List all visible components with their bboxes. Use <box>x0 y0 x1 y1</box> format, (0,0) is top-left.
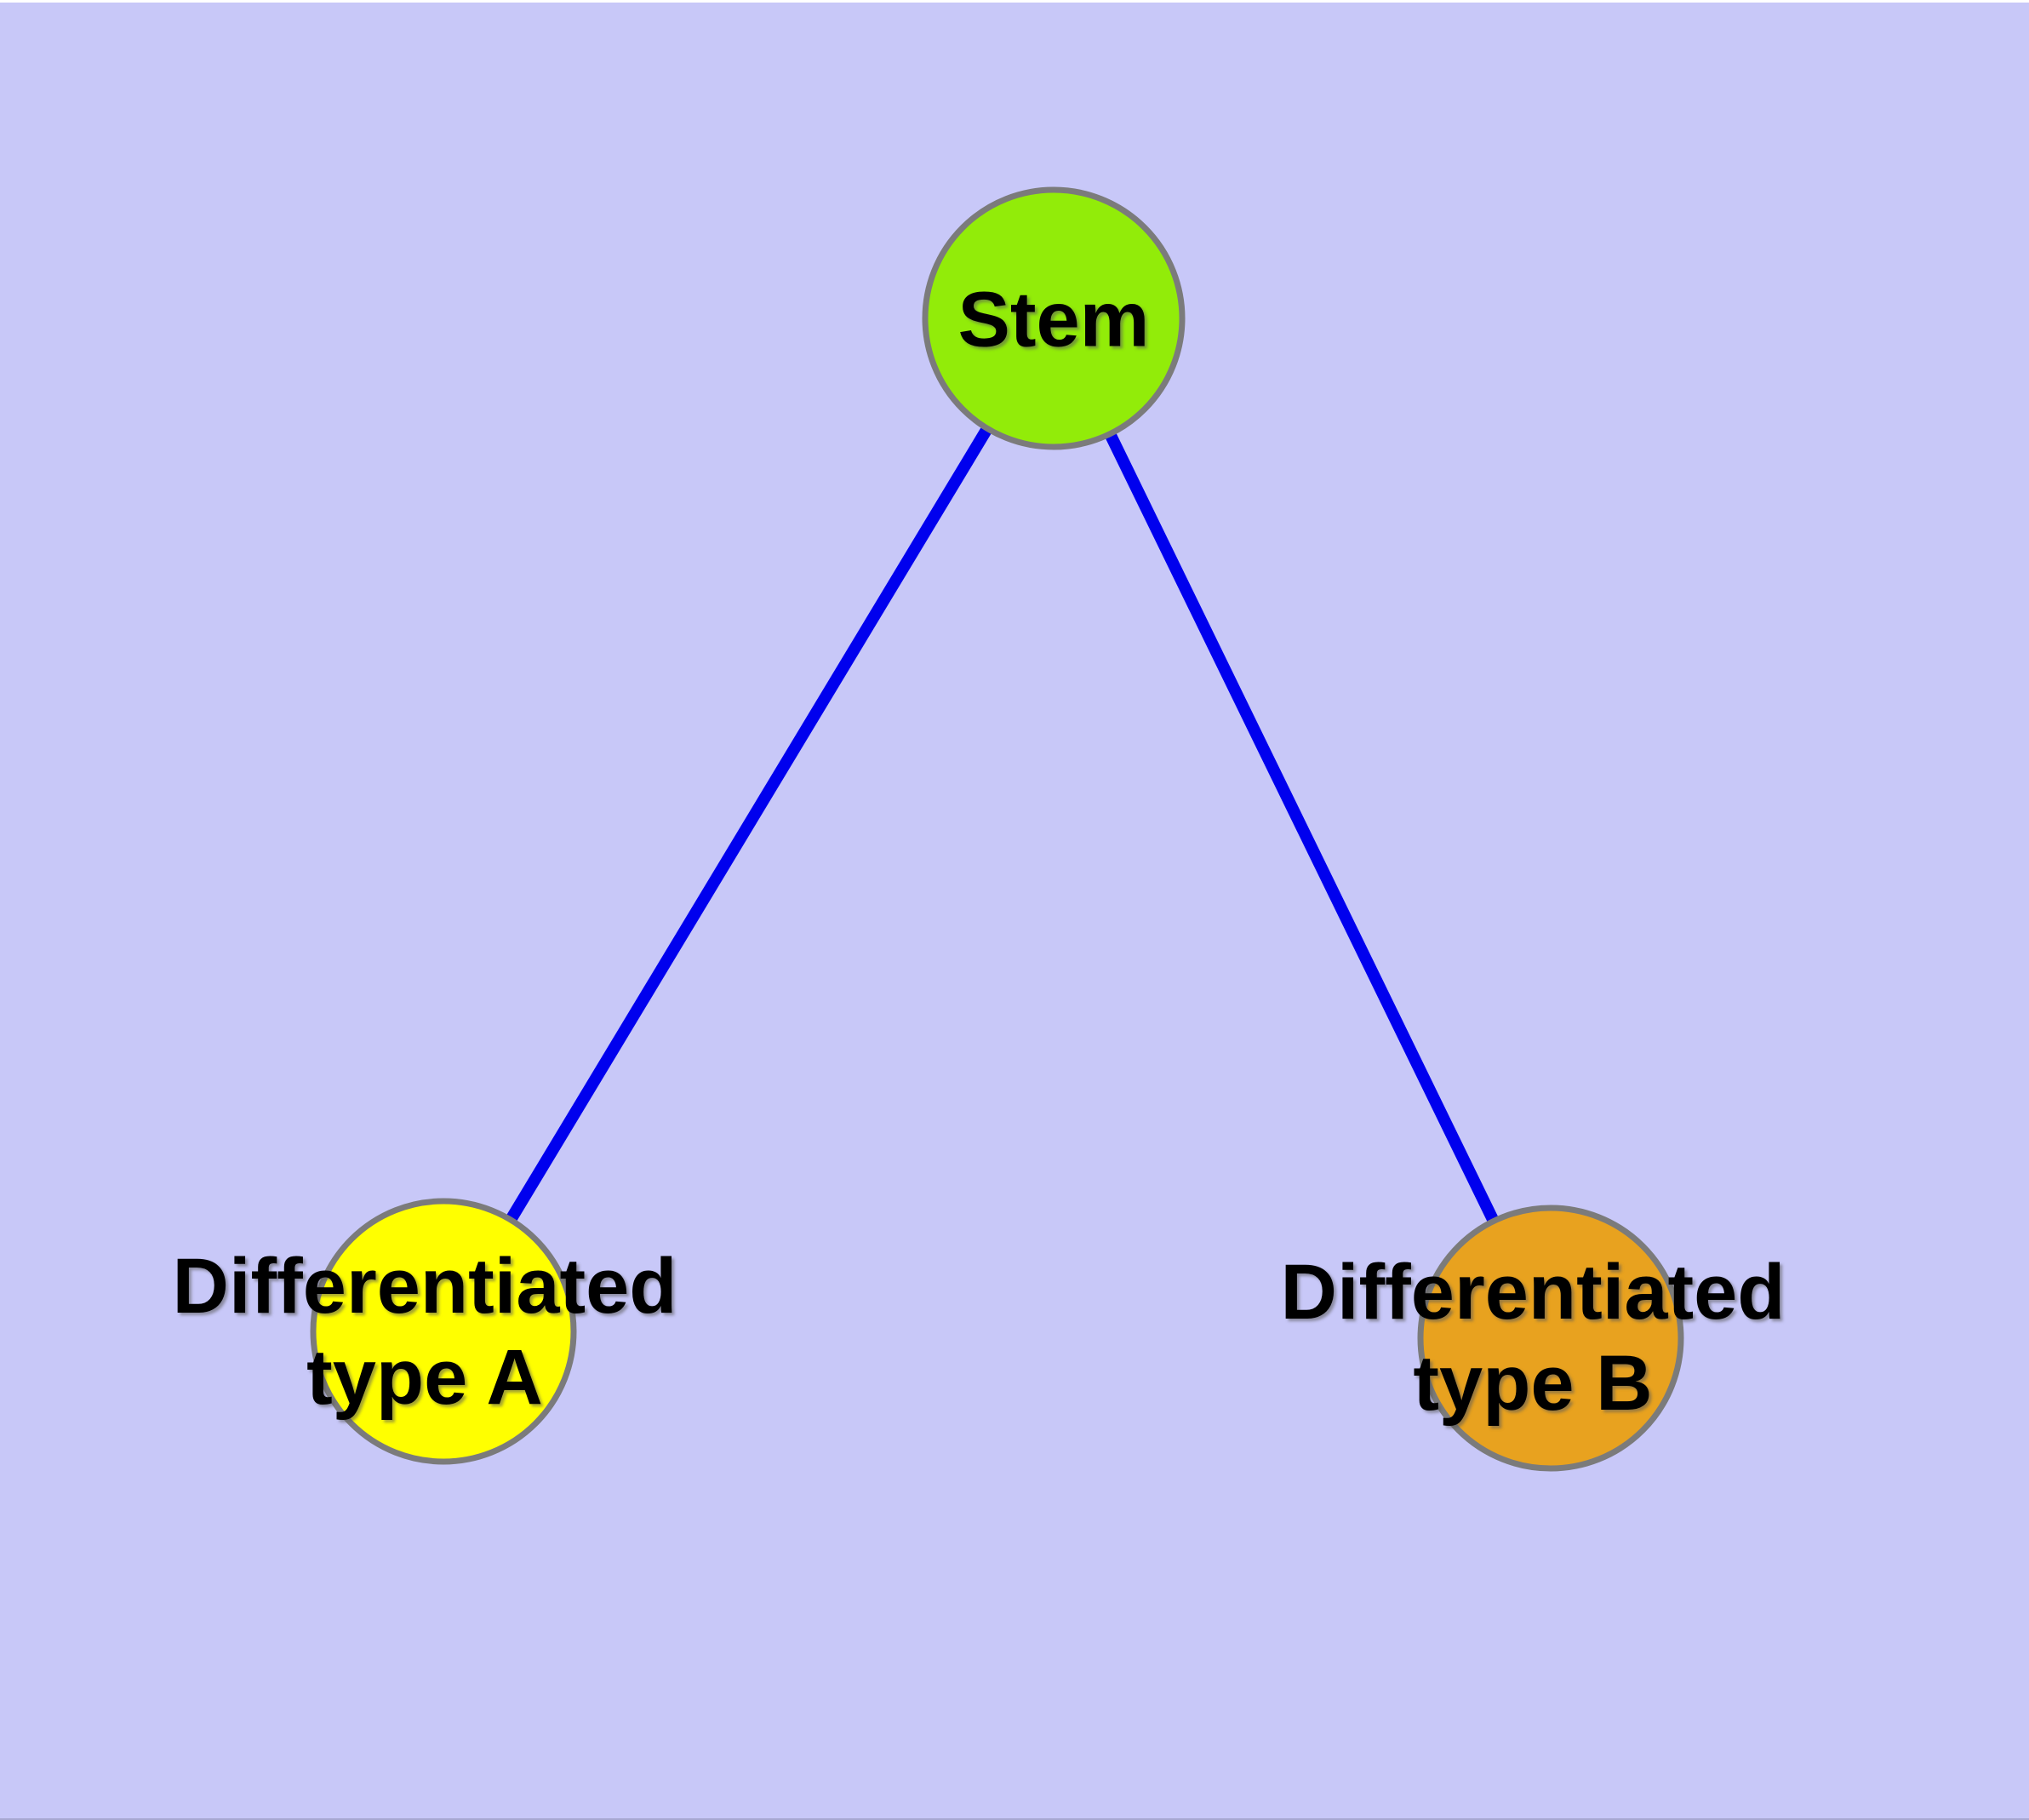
node-differentiated-type-a <box>310 1198 577 1465</box>
node-stem <box>922 186 1186 450</box>
edge-stem-to-type-b <box>1048 315 1557 1342</box>
diagram-canvas: Stem Differentiated type A Differentiate… <box>0 3 2029 1820</box>
edge-stem-to-type-a <box>438 315 1059 1335</box>
graph-svg <box>310 186 1684 1472</box>
label-line: Differentiated <box>1280 1249 1786 1336</box>
label-line: Differentiated <box>172 1243 677 1330</box>
top-margin-strip <box>0 0 2029 3</box>
label-line: type B <box>1413 1340 1653 1427</box>
node-differentiated-type-b <box>1417 1205 1684 1472</box>
label-line: type A <box>306 1334 543 1421</box>
node-label-differentiated-type-b: Differentiated type B <box>1281 1247 1786 1429</box>
label-line: Stem <box>957 276 1150 363</box>
node-label-stem: Stem <box>958 275 1150 366</box>
node-label-differentiated-type-a: Differentiated type A <box>173 1241 677 1423</box>
canvas-bottom-edge <box>0 1818 2029 1820</box>
